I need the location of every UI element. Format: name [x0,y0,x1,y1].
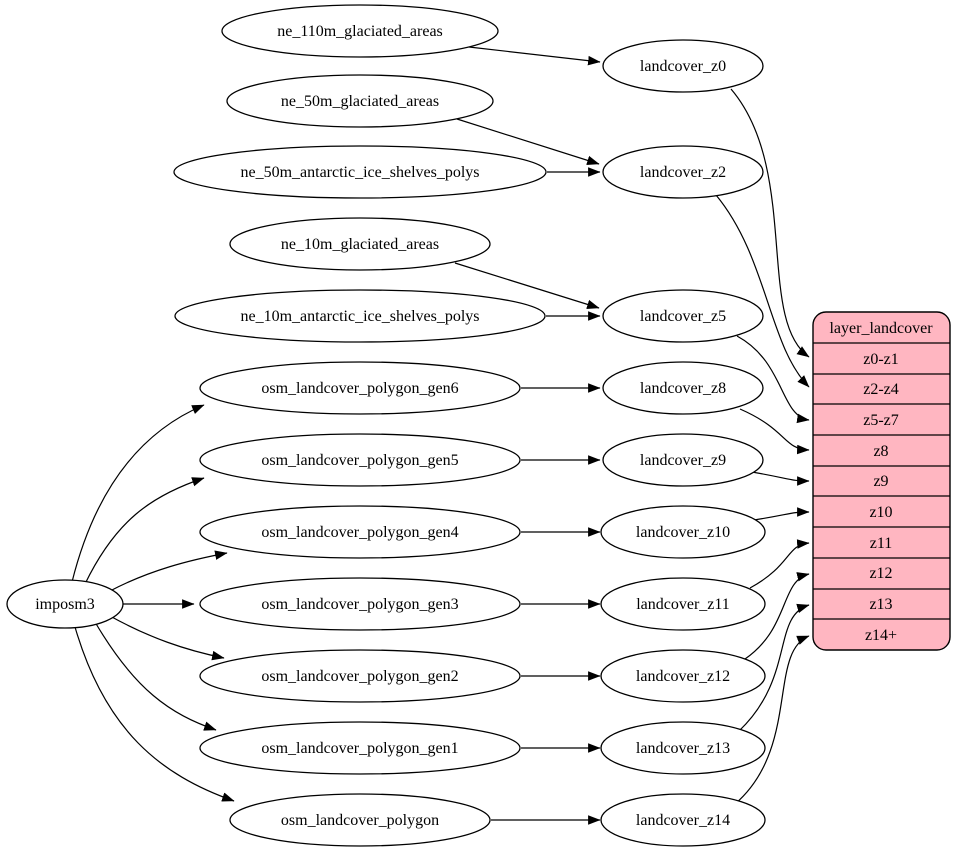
node-landcover-z0: landcover_z0 [602,39,764,93]
svg-text:landcover_z0: landcover_z0 [640,58,726,75]
node-landcover-z10: landcover_z10 [600,505,766,559]
svg-text:landcover_z11: landcover_z11 [636,596,730,613]
svg-text:osm_landcover_polygon: osm_landcover_polygon [281,812,439,829]
record-row-z2-z4: z2-z4 [863,381,899,398]
node-osm-landcover-polygon-gen3: osm_landcover_polygon_gen3 [199,577,521,631]
svg-text:ne_110m_glaciated_areas: ne_110m_glaciated_areas [277,23,443,40]
node-ne-110m-glaciated-areas: ne_110m_glaciated_areas [221,4,499,58]
svg-text:landcover_z5: landcover_z5 [640,308,726,325]
svg-text:osm_landcover_polygon_gen6: osm_landcover_polygon_gen6 [261,380,458,397]
edge-z10-to-row-z10 [753,507,810,521]
svg-text:landcover_z10: landcover_z10 [636,524,730,541]
svg-text:landcover_z14: landcover_z14 [636,812,730,829]
edge-z14-to-row-z14plus [734,635,810,805]
node-osm-landcover-polygon-gen5: osm_landcover_polygon_gen5 [199,433,521,487]
edge-ne110m-to-z0 [468,46,601,66]
node-landcover-z8: landcover_z8 [602,361,764,415]
edges-sources-to-intermediates [454,46,601,825]
edge-z2-to-row-z2-z4 [715,194,810,388]
source-nodes: ne_110m_glaciated_areas ne_50m_glaciated… [173,4,547,847]
node-osm-landcover-polygon: osm_landcover_polygon [229,793,491,847]
node-landcover-z13: landcover_z13 [600,721,766,775]
node-osm-landcover-polygon-gen1: osm_landcover_polygon_gen1 [199,721,521,775]
record-body [812,311,951,651]
node-ne-10m-glaciated-areas: ne_10m_glaciated_areas [229,217,491,271]
svg-text:landcover_z2: landcover_z2 [640,164,726,181]
imposm3-ellipse [6,579,124,629]
node-ne-50m-glaciated-areas: ne_50m_glaciated_areas [226,74,494,128]
edge-z11-to-row-z11 [749,539,810,589]
svg-text:landcover_z8: landcover_z8 [640,380,726,397]
record-row-z10: z10 [869,504,892,521]
node-osm-landcover-polygon-gen6: osm_landcover_polygon_gen6 [199,361,521,415]
intermediate-nodes: landcover_z0 landcover_z2 landcover_z5 l… [600,39,766,847]
edge-z13-to-row-z13 [738,603,810,732]
edge-z8-to-row-z8 [739,408,810,455]
svg-text:landcover_z12: landcover_z12 [636,668,730,685]
node-imposm3: imposm3 [6,579,124,629]
node-landcover-z2: landcover_z2 [602,145,764,199]
node-landcover-z14: landcover_z14 [600,793,766,847]
edge-z9-to-row-z9 [751,471,810,486]
svg-text:landcover_z9: landcover_z9 [640,452,726,469]
svg-text:ne_50m_antarctic_ice_shelves_p: ne_50m_antarctic_ice_shelves_polys [240,164,479,181]
node-landcover-z9: landcover_z9 [602,433,764,487]
node-osm-landcover-polygon-gen2: osm_landcover_polygon_gen2 [199,649,521,703]
edge-z0-to-row-z0-z1 [730,88,810,358]
edge-imposm3-to-gen2 [109,615,225,661]
node-landcover-z12: landcover_z12 [600,649,766,703]
svg-text:ne_50m_glaciated_areas: ne_50m_glaciated_areas [281,93,439,110]
edge-imposm3-to-gen5 [84,477,205,585]
record-row-z12: z12 [869,565,892,582]
edges-imposm3-to-tables [71,404,235,802]
node-landcover-z5: landcover_z5 [602,289,764,343]
record-layer-landcover: layer_landcover z0-z1 z2-z4 z5-z7 z8 z9 … [812,311,951,651]
svg-text:ne_10m_glaciated_areas: ne_10m_glaciated_areas [281,236,439,253]
svg-text:osm_landcover_polygon_gen3: osm_landcover_polygon_gen3 [261,596,458,613]
edge-imposm3-to-gen1 [94,621,217,731]
edge-imposm3-to-gen4 [109,550,228,592]
svg-text:landcover_z13: landcover_z13 [636,740,730,757]
edge-z12-to-row-z12 [744,572,810,660]
record-row-z5-z7: z5-z7 [863,412,899,429]
svg-text:osm_landcover_polygon_gen1: osm_landcover_polygon_gen1 [261,740,458,757]
svg-text:osm_landcover_polygon_gen5: osm_landcover_polygon_gen5 [261,452,458,469]
edge-z5-to-row-z5-z7 [736,335,810,424]
svg-text:osm_landcover_polygon_gen4: osm_landcover_polygon_gen4 [261,524,458,541]
node-osm-landcover-polygon-gen4: osm_landcover_polygon_gen4 [199,505,521,559]
svg-text:ne_10m_antarctic_ice_shelves_p: ne_10m_antarctic_ice_shelves_polys [240,308,479,325]
svg-text:osm_landcover_polygon_gen2: osm_landcover_polygon_gen2 [261,668,458,685]
record-row-z11: z11 [870,535,893,552]
node-landcover-z11: landcover_z11 [600,577,766,631]
edge-ne50m-glaciated-to-z2 [456,118,600,165]
node-ne-10m-antarctic-ice-shelves-polys: ne_10m_antarctic_ice_shelves_polys [174,289,546,343]
record-title: layer_landcover [829,320,933,337]
node-ne-50m-antarctic-ice-shelves-polys: ne_50m_antarctic_ice_shelves_polys [173,145,547,199]
imposm3-label: imposm3 [35,596,95,613]
record-row-z0-z1: z0-z1 [863,351,899,368]
record-row-z14plus: z14+ [865,627,897,644]
edge-imposm3-to-gen6 [71,404,205,583]
edges-intermediates-to-layer [715,88,810,805]
record-row-z9: z9 [873,473,888,490]
edge-imposm3-to-polygon [74,626,235,802]
record-row-z13: z13 [869,596,892,613]
edge-ne10m-glaciated-to-z5 [454,262,600,309]
record-row-z8: z8 [873,443,888,460]
